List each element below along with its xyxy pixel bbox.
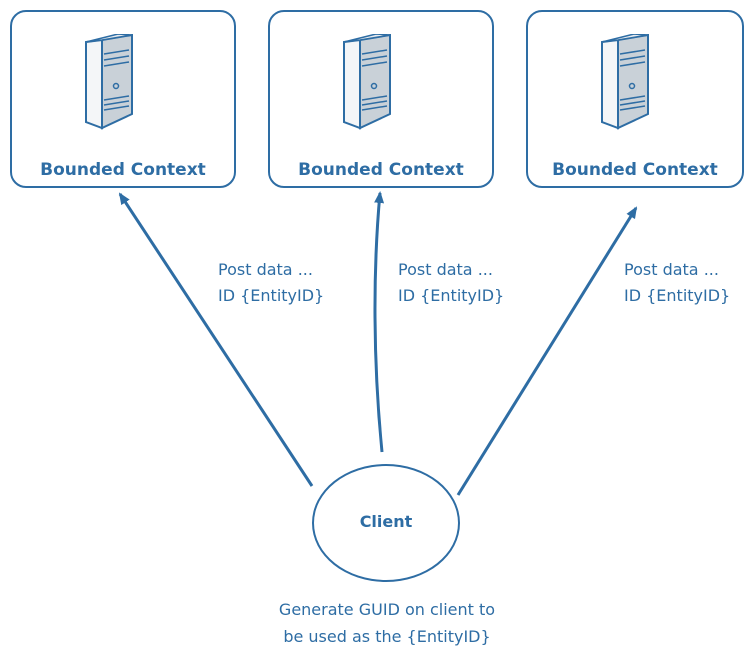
bounded-context-box-1: Bounded Context: [10, 10, 236, 188]
arrow-client-to-context-3: [456, 206, 638, 496]
bounded-context-box-2: Bounded Context: [268, 10, 494, 188]
context-label: Bounded Context: [40, 160, 206, 180]
arrow-client-to-context-1: [118, 192, 314, 487]
arrow-label-line2: ID {EntityID}: [398, 286, 505, 305]
client-label: Client: [359, 512, 413, 531]
arrow-label-1: Post data ... ID {EntityID}: [218, 257, 324, 309]
context-label: Bounded Context: [298, 160, 464, 180]
arrow-label-line1: Post data ...: [218, 260, 313, 279]
caption-line2: be used as the {EntityID}: [283, 627, 491, 646]
context-label: Bounded Context: [552, 160, 718, 180]
arrow-label-line2: ID {EntityID}: [218, 286, 325, 305]
server-icon: [343, 34, 391, 130]
caption-line1: Generate GUID on client to: [278, 600, 496, 619]
arrow-label-line1: Post data ...: [398, 260, 493, 279]
arrow-label-2: Post data ... ID {EntityID}: [398, 257, 504, 309]
client-caption: Generate GUID on client to be used as th…: [180, 596, 594, 650]
client-node: Client: [312, 464, 460, 582]
arrow-client-to-context-2: [373, 191, 385, 453]
arrow-label-line1: Post data ...: [624, 260, 719, 279]
server-icon: [85, 34, 133, 130]
server-icon: [601, 34, 649, 130]
arrow-label-3: Post data ... ID {EntityID}: [624, 257, 730, 309]
bounded-context-box-3: Bounded Context: [526, 10, 744, 188]
arrow-label-line2: ID {EntityID}: [624, 286, 731, 305]
